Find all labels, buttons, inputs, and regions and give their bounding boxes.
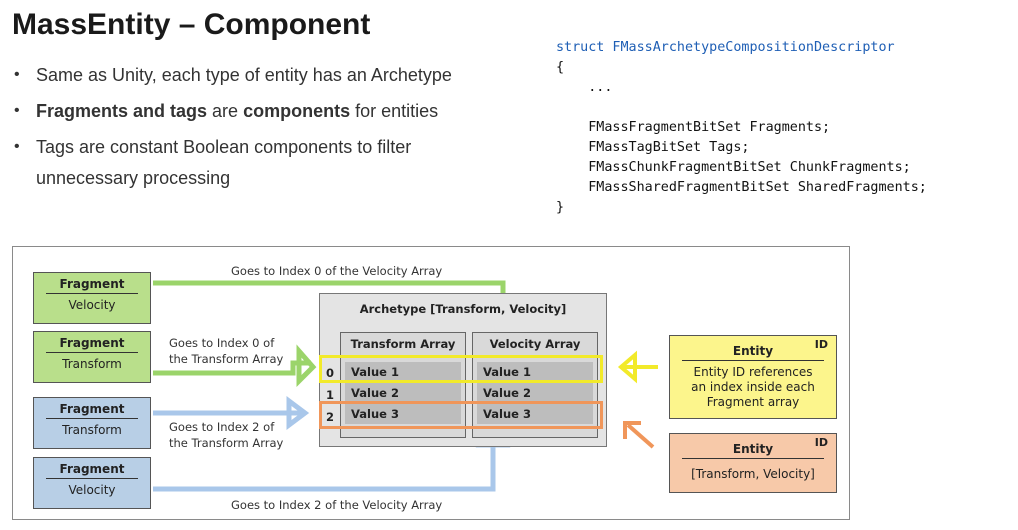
arrow-head (296, 344, 317, 388)
bullet-tags-continuation: unnecessary processing (36, 168, 231, 188)
fragment-label: Fragment (46, 398, 138, 419)
fragment-type: Velocity (68, 298, 116, 312)
code-line: FMassFragmentBitSet Fragments; (556, 120, 831, 135)
bullet-bold-components: components (243, 101, 351, 121)
diagram-panel: Fragment Velocity Fragment Transform Fra… (12, 246, 850, 520)
row-index-0: 0 (326, 366, 335, 380)
transform-value-0: Value 1 (345, 362, 461, 382)
label-top-arrow: Goes to Index 0 of the Velocity Array (231, 264, 443, 278)
transform-array-header: Transform Array (347, 333, 459, 356)
fragment-velocity-green: Fragment Velocity (33, 272, 151, 324)
velocity-value-0: Value 1 (477, 362, 593, 382)
entity-label: Entity (682, 340, 824, 361)
arrow-head (617, 350, 637, 384)
code-line: FMassChunkFragmentBitSet ChunkFragments; (556, 160, 911, 175)
slide-title: MassEntity – Component (12, 8, 371, 41)
label-line: Goes to Index 0 of (169, 336, 275, 350)
code-line: { (556, 60, 565, 75)
bullet-tags: Tags are constant Boolean components to … (14, 136, 534, 158)
row-highlight-index0 (319, 355, 603, 383)
fragment-transform-green: Fragment Transform (33, 331, 151, 383)
row-index-2: 2 (326, 410, 335, 424)
velocity-array-header: Velocity Array (479, 333, 591, 356)
label-mid1-arrow: Goes to Index 0 of the Transform Array (169, 335, 283, 367)
label-line: the Transform Array (169, 352, 284, 366)
fragment-label: Fragment (46, 332, 138, 353)
code-line: FMassTagBitSet Tags; (556, 140, 750, 155)
code-line: ... (556, 80, 613, 95)
row-index-1: 1 (326, 388, 335, 402)
fragment-label: Fragment (46, 458, 138, 479)
code-struct-name: FMassArchetypeCompositionDescriptor (604, 40, 895, 55)
arrow-entity2-to-row2 (626, 423, 655, 449)
entity-desc-line: Fragment array (706, 395, 800, 409)
row-highlight-index2 (319, 401, 603, 429)
label-bottom-arrow: Goes to Index 2 of the Velocity Array (231, 498, 443, 512)
velocity-value-1: Value 2 (477, 383, 593, 403)
arrow-velocity-to-index2 (153, 437, 496, 492)
bullet-text: for entities (350, 101, 439, 121)
label-mid2-arrow: Goes to Index 2 of the Transform Array (169, 419, 283, 451)
code-block: struct FMassArchetypeCompositionDescript… (556, 38, 927, 218)
arrow-head (623, 421, 641, 439)
entity-id-tag: ID (814, 436, 828, 449)
archetype-title: Archetype [Transform, Velocity] (359, 302, 567, 316)
label-line: the Transform Array (169, 436, 284, 450)
fragment-label: Fragment (46, 273, 138, 294)
transform-array: Transform Array Value 1 Value 2 Value 3 (340, 332, 466, 438)
bullet-components: Fragments and tags are components for en… (14, 100, 534, 122)
velocity-value-2: Value 3 (477, 404, 593, 424)
entity-label: Entity (682, 438, 824, 459)
arrow-head (286, 396, 310, 430)
bullet-archetype: Same as Unity, each type of entity has a… (14, 64, 534, 86)
bullet-text: are (207, 101, 244, 121)
bullet-bold-fragments-tags: Fragments and tags (36, 101, 208, 121)
fragment-transform-blue: Fragment Transform (33, 397, 151, 449)
entity-box-composition: ID Entity [Transform, Velocity] (669, 433, 837, 493)
transform-value-1: Value 2 (345, 383, 461, 403)
fragment-type: Velocity (68, 483, 116, 497)
entity-desc-line: Entity ID references (693, 365, 813, 379)
arrow-transform-to-index0 (153, 360, 311, 376)
bullet-list: Same as Unity, each type of entity has a… (14, 64, 534, 189)
label-line: Goes to Index 2 of (169, 420, 275, 434)
code-line: } (556, 200, 565, 215)
code-line: FMassSharedFragmentBitSet SharedFragment… (556, 180, 927, 195)
bullet-text: Tags are constant Boolean components to … (36, 137, 412, 157)
entity-box-id: ID Entity Entity ID references an index … (669, 335, 837, 419)
entity-desc-line: an index inside each (691, 380, 815, 394)
transform-value-2: Value 3 (345, 404, 461, 424)
fragment-velocity-blue: Fragment Velocity (33, 457, 151, 509)
archetype-box: Archetype [Transform, Velocity] Transfor… (319, 293, 607, 447)
entity-id-tag: ID (814, 338, 828, 351)
fragment-type: Transform (62, 357, 122, 371)
entity-composition: [Transform, Velocity] (691, 467, 815, 481)
entity-description: Entity ID references an index inside eac… (670, 361, 836, 410)
bullet-text: Same as Unity, each type of entity has a… (36, 65, 452, 85)
fragment-type: Transform (62, 423, 122, 437)
code-keyword: struct (556, 40, 605, 55)
